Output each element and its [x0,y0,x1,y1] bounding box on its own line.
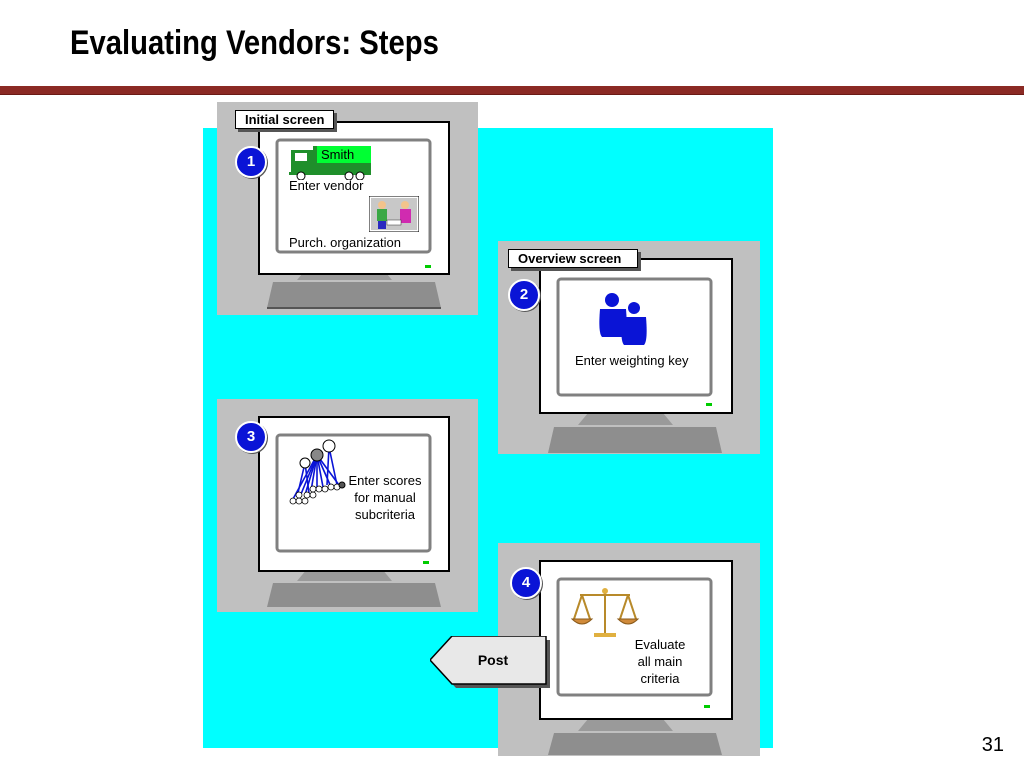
step-4-line-1: Evaluate [634,637,686,652]
post-arrow-icon [430,636,550,688]
title-divider [0,86,1024,95]
screen-label-overview: Overview screen [508,249,638,268]
step-3-line-2: for manual [354,490,416,505]
step-2-badge: 2 [508,279,540,311]
step-1-panel: Initial screen 1 Smith Enter vendor Purc… [217,102,478,315]
people-icon [369,196,419,232]
step-2-line-1: Enter weighting key [575,353,689,368]
balance-scale-icon [570,588,640,637]
step-4-line-2: all main [637,654,683,669]
step-4-line-3: criteria [640,671,680,686]
step-3-line-3: subcriteria [355,507,415,522]
step-3-panel: 3 Enter scores for manual subcri [217,399,478,612]
step-1-line-2: Purch. organization [289,235,402,250]
vendor-name: Smith [317,146,371,163]
step-3-badge: 3 [235,421,267,453]
step-4-badge: 4 [510,567,542,599]
weights-icon [599,293,647,345]
post-button[interactable]: Post [477,652,509,668]
step-3-line-1: Enter scores [348,473,422,488]
slide-title: Evaluating Vendors: Steps [70,24,439,62]
monitor-4-icon [539,560,733,755]
monitor-1-icon [258,121,450,309]
screen-label-initial: Initial screen [235,110,335,129]
step-1-badge: 1 [235,146,267,178]
monitor-2-icon [539,258,733,453]
criteria-tree-icon [289,439,346,505]
step-2-panel: Overview screen 2 Enter weighting key [498,241,760,454]
step-1-line-1: Enter vendor [289,178,364,193]
page-number: 31 [981,734,1004,756]
